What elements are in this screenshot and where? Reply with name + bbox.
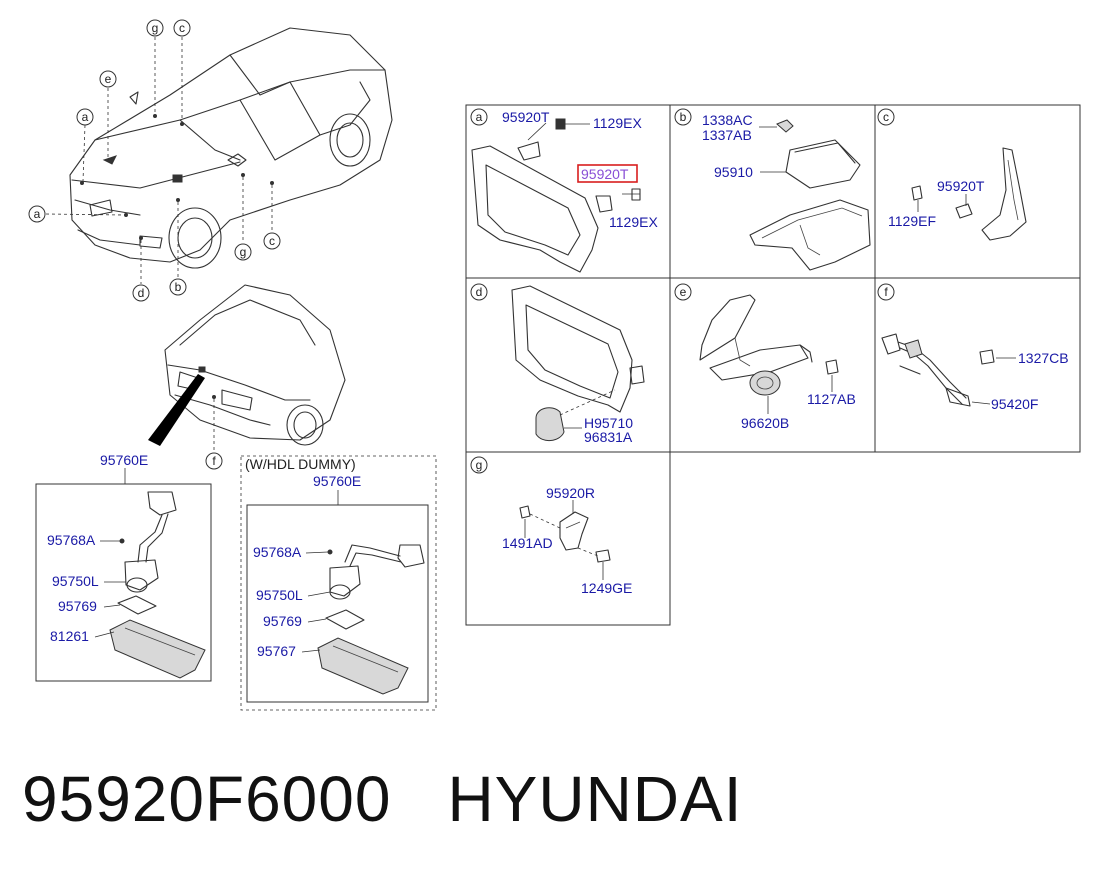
part-caption: 95920F6000 HYUNDAI bbox=[22, 762, 742, 836]
handle-assembly: 95760E 95768A 95750L 95769 81261 bbox=[35, 452, 212, 682]
panel-f-label-1: 95420F bbox=[991, 396, 1038, 412]
panel-g-label-2: 1249GE bbox=[581, 580, 632, 596]
panel-b-label-0: 1338AC bbox=[702, 112, 753, 128]
highlight-box bbox=[577, 164, 638, 183]
panel-e-label-0: 1127AB bbox=[807, 391, 856, 407]
panel-a: a 95920T 1129EX 95920T 1129EX bbox=[470, 108, 658, 273]
panel-b: b 1338AC 1337AB 95910 bbox=[674, 108, 871, 271]
panel-a-label-0: 95920T bbox=[502, 109, 550, 125]
panel-f: f 1327CB 95420F bbox=[877, 283, 1069, 412]
callout-d: d bbox=[138, 286, 145, 300]
callout-c-top: c bbox=[179, 21, 185, 35]
panel-g-label-0: 95920R bbox=[546, 485, 595, 501]
part-number: 95920F6000 bbox=[22, 763, 392, 835]
handle-dummy-main-label: 95760E bbox=[313, 473, 361, 489]
detail-panel-grid bbox=[465, 104, 1081, 626]
panel-g: g 95920R 1491AD 1249GE bbox=[470, 456, 632, 596]
brand-name: HYUNDAI bbox=[447, 763, 743, 835]
handle-part-81261: 81261 bbox=[50, 628, 89, 644]
handle-dummy-title: (W/HDL DUMMY) bbox=[245, 456, 356, 472]
panel-c-label-1: 1129EF bbox=[888, 213, 936, 229]
panel-e-label-1: 96620B bbox=[741, 415, 789, 431]
handle-part-95750L: 95750L bbox=[52, 573, 99, 589]
panel-d-label-1: 96831A bbox=[584, 429, 633, 445]
panel-d-letter: d bbox=[476, 285, 483, 299]
panel-d: d H95710 96831A bbox=[470, 283, 645, 445]
panel-a-letter: a bbox=[476, 110, 483, 124]
callout-g-top: g bbox=[152, 21, 159, 35]
panel-f-label-0: 1327CB bbox=[1018, 350, 1069, 366]
panel-b-label-2: 95910 bbox=[714, 164, 753, 180]
car-front-view: g c e a a g c d b bbox=[28, 19, 393, 302]
callout-c-lower: c bbox=[269, 234, 275, 248]
handle-dummy-part-95767: 95767 bbox=[257, 643, 296, 659]
handle-part-95769: 95769 bbox=[58, 598, 97, 614]
handle-dummy-part-95768A: 95768A bbox=[253, 544, 302, 560]
handle-part-95768A: 95768A bbox=[47, 532, 96, 548]
panel-a-label-1: 1129EX bbox=[593, 115, 642, 131]
panel-e: e 1127AB 96620B bbox=[674, 283, 856, 431]
callout-e: e bbox=[105, 72, 112, 86]
panel-c-letter: c bbox=[883, 110, 889, 124]
callout-f: f bbox=[212, 454, 216, 468]
car-rear-view: f bbox=[148, 284, 346, 470]
handle-main-label: 95760E bbox=[100, 452, 148, 468]
handle-dummy-part-95769: 95769 bbox=[263, 613, 302, 629]
panel-d-label-0: H95710 bbox=[584, 415, 633, 431]
panel-a-label-3: 1129EX bbox=[609, 214, 658, 230]
panel-b-label-1: 1337AB bbox=[702, 127, 752, 143]
panel-e-letter: e bbox=[680, 285, 687, 299]
callout-a-upper: a bbox=[82, 110, 89, 124]
callout-a-left: a bbox=[34, 207, 41, 221]
callout-g-lower: g bbox=[240, 245, 247, 259]
panel-g-letter: g bbox=[476, 458, 483, 472]
panel-g-label-1: 1491AD bbox=[502, 535, 553, 551]
panel-c: c 95920T 1129EF bbox=[877, 108, 1027, 241]
panel-f-letter: f bbox=[884, 285, 888, 299]
panel-c-label-0: 95920T bbox=[937, 178, 985, 194]
panel-a-label-highlight: 95920T bbox=[581, 166, 629, 182]
handle-dummy-part-95750L: 95750L bbox=[256, 587, 303, 603]
panel-b-letter: b bbox=[680, 110, 687, 124]
handle-assembly-dummy: (W/HDL DUMMY) 95760E 95768A 95750L 95769… bbox=[240, 455, 437, 711]
callout-b: b bbox=[175, 280, 182, 294]
